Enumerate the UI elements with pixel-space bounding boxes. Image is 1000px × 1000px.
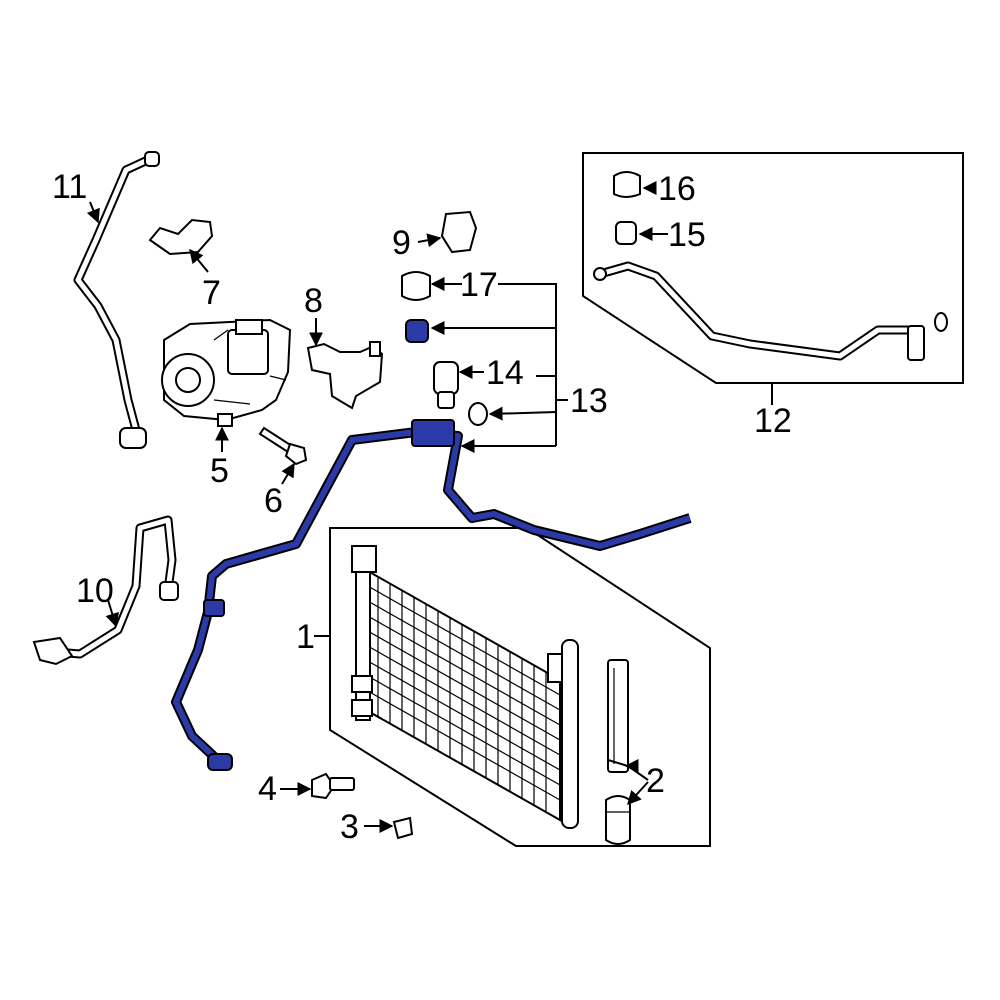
callout-17: 17 — [460, 266, 498, 304]
callout-6: 6 — [264, 482, 283, 520]
condenser-icon — [351, 545, 579, 829]
cap-17-icon — [401, 271, 431, 301]
switch-icon — [433, 361, 459, 409]
callout-1: 1 — [296, 618, 315, 656]
compressor-bolt-icon — [258, 426, 308, 466]
discharge-hose-icon — [32, 515, 179, 666]
bracket-icon — [148, 218, 214, 256]
suction-hose-icon — [73, 151, 160, 449]
valve-15-icon — [615, 221, 637, 245]
callout-12: 12 — [754, 402, 792, 440]
o-ring-icon — [468, 402, 488, 426]
liquid-line-icon — [593, 261, 948, 361]
callout-9: 9 — [392, 224, 411, 262]
callout-13: 13 — [570, 382, 608, 420]
callout-5: 5 — [210, 452, 229, 490]
callout-4: 4 — [258, 770, 277, 808]
bolt-icon — [311, 772, 355, 800]
callout-2: 2 — [646, 762, 665, 800]
valve-icon — [405, 319, 429, 343]
leader-lines — [86, 181, 668, 833]
callout-15: 15 — [668, 216, 706, 254]
callout-numbers: 1 2 3 4 5 6 7 8 9 10 11 12 13 14 15 16 1… — [52, 168, 792, 846]
receiver-dryer-icon — [605, 659, 631, 845]
inset-box-12 — [582, 152, 964, 405]
highlighted-ac-line — [171, 419, 692, 771]
callout-10: 10 — [76, 572, 114, 610]
callout-11: 11 — [52, 168, 87, 206]
switch-bracket-icon — [440, 210, 478, 254]
compressor-icon — [161, 318, 292, 427]
callout-16: 16 — [658, 170, 696, 208]
cap-icon — [392, 816, 414, 840]
callout-14: 14 — [486, 354, 524, 392]
hose-bracket-icon — [306, 341, 384, 410]
callout-7: 7 — [202, 274, 221, 312]
cap-16-icon — [613, 171, 641, 198]
callout-8: 8 — [304, 282, 323, 320]
callout-3: 3 — [340, 808, 359, 846]
